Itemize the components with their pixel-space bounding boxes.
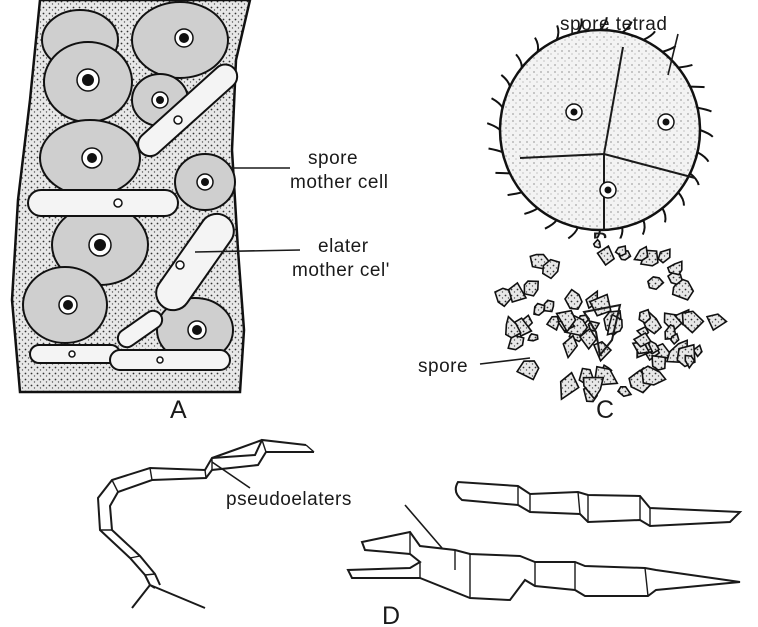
wall-spine (501, 75, 510, 87)
panel-a-letter: A (170, 396, 187, 424)
wall-spine (524, 208, 537, 214)
wall-spine (487, 123, 500, 130)
wall-spine (508, 192, 522, 195)
wall-spine (678, 192, 684, 205)
spore-tetrad-wall (500, 30, 700, 230)
spore-ornament (652, 356, 665, 370)
panel-c: spore C (418, 238, 727, 424)
wall-spine (690, 87, 704, 88)
panel-a: spore mother cell elater mother cel' A (12, 0, 390, 424)
wall-spine (697, 108, 711, 112)
panel-d-letter: D (382, 602, 400, 627)
wall-spine (690, 173, 699, 185)
wall-spine (489, 148, 503, 152)
wall-spine (516, 54, 522, 67)
label-spore-mother-cell-1: spore (308, 148, 358, 169)
wall-spine (535, 38, 538, 52)
wall-spine (662, 208, 665, 222)
label-spore-tetrad: spore tetrad (560, 14, 667, 35)
pseudoelater-upper-right (456, 482, 740, 526)
label-pseudoelaters: pseudoelaters (226, 489, 352, 510)
label-spore: spore (418, 356, 468, 377)
pseudoelater-left (98, 440, 306, 608)
panel-c-letter: C (596, 396, 614, 424)
wall-spine (545, 220, 557, 229)
wall-spine (495, 173, 509, 174)
wall-spine (697, 152, 708, 161)
wall-spine (700, 130, 713, 137)
label-elater-mother-cell-2: mother cel' (292, 260, 390, 281)
pseudoelater-lower-right (348, 532, 740, 600)
wall-spine (557, 25, 559, 39)
spore-ornament (528, 334, 538, 341)
label-elater-mother-cell-1: elater (318, 236, 369, 257)
panel-b: spore tetrad B (487, 14, 713, 256)
spore-ornament (544, 300, 553, 311)
label-spore-mother-cell-2: mother cell (290, 172, 388, 193)
wall-spine (678, 65, 692, 68)
wall-spine (568, 227, 577, 238)
panel-d: pseudoelaters D (98, 440, 740, 627)
wall-spine (643, 220, 645, 234)
wall-spine (492, 98, 503, 107)
